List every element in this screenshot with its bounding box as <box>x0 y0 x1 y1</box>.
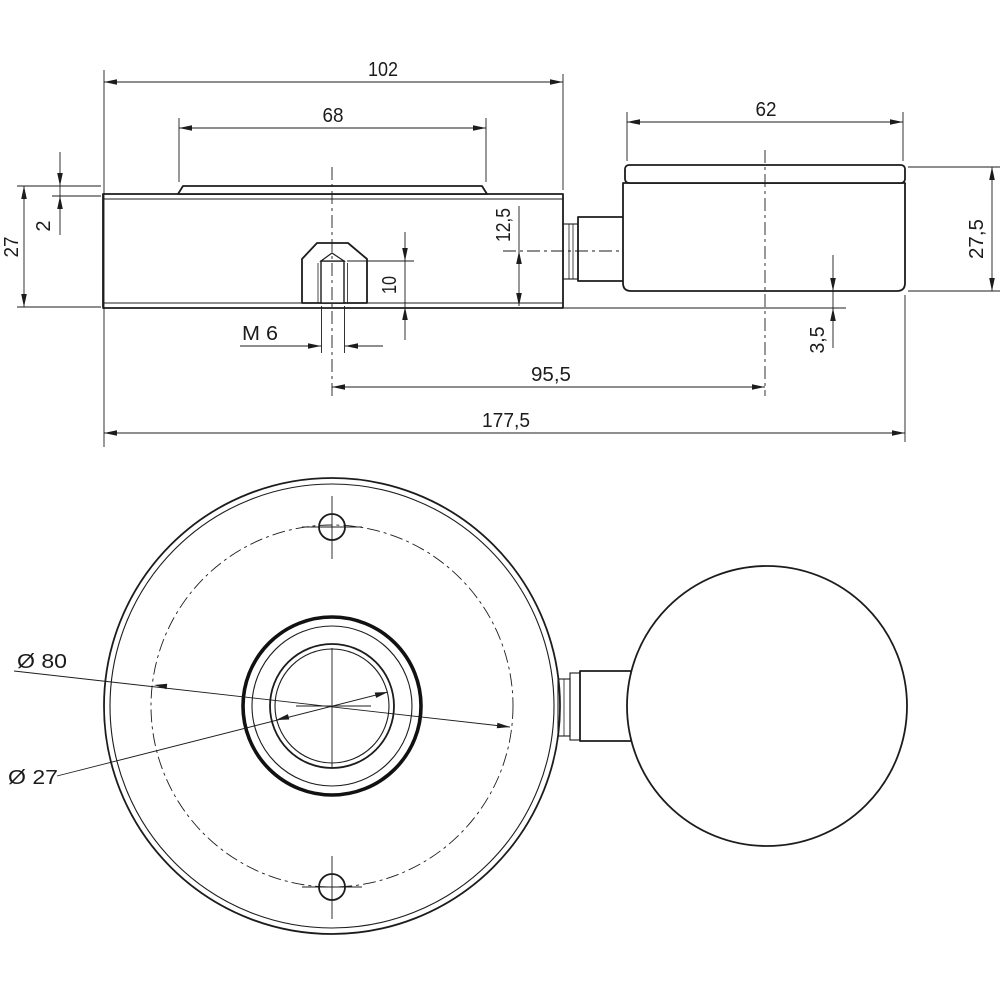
arrowhead <box>374 692 388 698</box>
mounting-hole-bottom <box>302 856 362 919</box>
thread-section <box>301 242 368 304</box>
arrowhead <box>104 430 117 436</box>
connector-neck <box>577 216 629 282</box>
arrowhead <box>179 125 192 131</box>
arrowhead <box>752 384 765 390</box>
flange-inner-contour <box>109 483 555 929</box>
dimension-line <box>13 670 511 728</box>
dim-gauge-length-label: 62 <box>756 99 777 121</box>
arrowhead <box>345 343 358 349</box>
dim-thread-to-gauge-axis-label: 95,5 <box>531 364 571 386</box>
arrowhead <box>402 307 408 320</box>
dim-thread-size: M 6 <box>240 306 383 353</box>
dim-gauge-bottom-offset: 3,5 <box>807 255 836 354</box>
arrowhead <box>830 278 836 291</box>
dim-bore-diameter-label: Ø 27 <box>8 767 58 789</box>
dim-gauge-height: 27,5 <box>908 166 1000 292</box>
gauge-ball-outline <box>626 565 908 847</box>
dim-thread-depth-label: 10 <box>379 276 401 294</box>
mounting-hole-top <box>302 496 362 559</box>
dim-thread-depth: 10 <box>347 232 414 340</box>
connector-ring <box>569 672 581 741</box>
bolt-circle <box>150 524 514 888</box>
connector-neck <box>579 670 633 742</box>
dim-overall-length: 177,5 <box>104 295 906 442</box>
arrowhead <box>473 125 486 131</box>
arrowhead <box>276 714 290 720</box>
load-plate <box>177 185 488 195</box>
dim-body-height: 27 <box>1 185 101 308</box>
arrowhead <box>21 294 27 307</box>
arrowhead <box>989 278 995 291</box>
connector-collar <box>562 223 579 280</box>
dim-body-length: 102 <box>103 59 564 447</box>
plan-connector <box>557 670 633 742</box>
dim-plate-length: 68 <box>178 105 487 182</box>
dim-plate-length-label: 68 <box>323 105 344 127</box>
dim-thread-to-gauge-axis: 95,5 <box>332 364 765 390</box>
dim-bore-diameter: Ø 27 <box>8 691 389 789</box>
dimension-line <box>56 691 389 777</box>
arrowhead <box>402 248 408 261</box>
side-view: 102 68 62 27 <box>1 59 1000 447</box>
dim-bolt-circle-diameter: Ø 80 <box>13 651 511 729</box>
dim-body-height-label: 27 <box>1 237 23 258</box>
arrowhead <box>989 167 995 180</box>
arrowhead <box>892 430 905 436</box>
arrowhead <box>496 722 510 729</box>
arrowhead <box>21 186 27 199</box>
arrowhead <box>104 79 117 85</box>
dim-body-length-label: 102 <box>368 59 398 81</box>
dim-thread-size-label: M 6 <box>242 323 278 345</box>
dim-gauge-length: 62 <box>626 99 904 161</box>
arrowhead <box>550 79 563 85</box>
section-boss <box>301 242 368 304</box>
arrowhead <box>516 293 522 306</box>
arrowhead <box>308 343 321 349</box>
threaded-hole <box>320 260 345 304</box>
dim-plate-thickness: 2 <box>33 152 101 235</box>
bottom-view: Ø 80 Ø 27 <box>8 477 908 935</box>
dim-overall-length-label: 177,5 <box>482 410 530 432</box>
gauge-connector <box>562 216 629 282</box>
drill-point <box>319 252 346 262</box>
dim-axis-to-bottom-label: 12,5 <box>493 208 515 242</box>
arrowhead <box>57 196 63 209</box>
arrowhead <box>627 119 640 125</box>
arrowhead <box>830 308 836 321</box>
arrowhead <box>332 384 345 390</box>
arrowhead <box>890 119 903 125</box>
arrowhead <box>154 683 168 690</box>
dim-bolt-circle-diameter-label: Ø 80 <box>17 651 67 673</box>
arrowhead <box>57 173 63 186</box>
dim-plate-thickness-label: 2 <box>33 220 55 231</box>
pressure-gauge <box>622 164 906 292</box>
gauge-body <box>622 182 906 292</box>
dim-gauge-bottom-offset-label: 3,5 <box>807 327 829 354</box>
dim-gauge-height-label: 27,5 <box>966 219 988 259</box>
dim-axis-to-bottom: 12,5 <box>493 206 522 306</box>
side-view-centerlines <box>331 150 766 396</box>
arrowhead <box>516 251 522 264</box>
boss-inner-ring <box>251 625 413 787</box>
